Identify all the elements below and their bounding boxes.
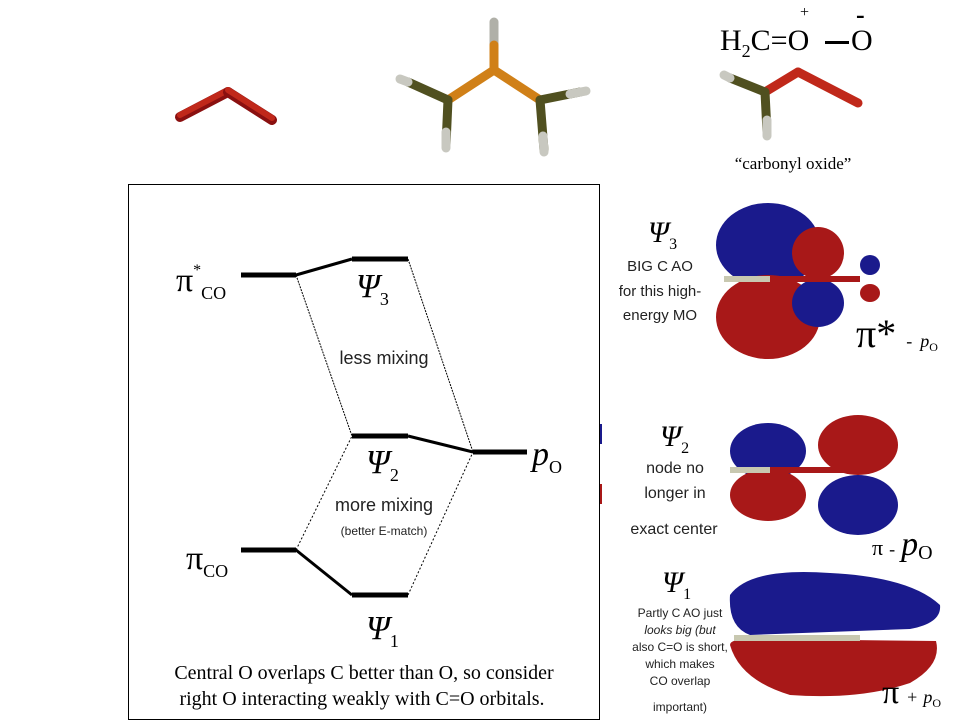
psi3-note-1: BIG C AO xyxy=(627,258,693,275)
pi-co-label: πCO xyxy=(186,540,229,581)
orbital-renderings xyxy=(716,203,941,697)
psi1-note-4: which makes xyxy=(645,657,715,671)
psi3-note-2: for this high- xyxy=(618,283,702,300)
psi1-note-2: looks big (but xyxy=(644,623,716,637)
psi1-note-6: important) xyxy=(652,700,708,714)
diagram-caption-line2: right O interacting weakly with C=O orbi… xyxy=(179,688,545,710)
psi2-note-3: exact center xyxy=(630,521,718,538)
psi1-orbital xyxy=(729,571,941,697)
pi-star-co-label: π*CO xyxy=(176,261,227,303)
oo-bond-dash xyxy=(825,41,849,44)
plus-charge: + xyxy=(800,4,810,21)
terminal-oxygen: O xyxy=(851,24,873,57)
psi1-combination: π + pO xyxy=(882,674,941,711)
psi1-note-1: Partly C AO just xyxy=(637,606,723,620)
carbonyl-oxide-label: “carbonyl oxide” xyxy=(734,154,852,173)
right-psi3-label: Ψ3 xyxy=(648,216,678,253)
psi1-note-3: also C=O is short, xyxy=(632,640,728,654)
molecule-models xyxy=(175,17,863,157)
less-mixing-label: less mixing xyxy=(339,348,429,368)
more-mixing-label: more mixing xyxy=(334,495,434,515)
psi2-label: Ψ2 xyxy=(366,444,399,485)
right-psi2-label: Ψ2 xyxy=(660,420,690,457)
psi2-note-1: node no xyxy=(646,460,704,477)
carbonyl-oxide-formula: H2C=O xyxy=(720,24,810,61)
psi2-note-2: longer in xyxy=(644,485,706,502)
psi3-orbital xyxy=(716,203,880,359)
right-psi1-label: Ψ1 xyxy=(662,566,692,603)
psi2-orbital xyxy=(730,415,898,535)
po-label: pO xyxy=(532,436,562,477)
better-e-match-label: (better E-match) xyxy=(340,524,428,538)
diagram-caption-line1: Central O overlaps C better than O, so c… xyxy=(174,662,554,684)
psi2-combination: π - pO xyxy=(872,526,933,565)
minus-charge: - xyxy=(856,0,865,29)
phosphine-model xyxy=(395,17,591,157)
background-lobe-edges xyxy=(598,424,602,504)
psi3-combination: π* - pO xyxy=(856,311,938,356)
psi3-note-3: energy MO xyxy=(622,307,698,324)
psi1-label: Ψ1 xyxy=(366,610,399,651)
psi3-label: Ψ3 xyxy=(356,268,389,309)
mo-energy-diagram xyxy=(241,256,527,598)
psi1-note-5: CO overlap xyxy=(649,674,711,688)
carbonyl-oxide-model xyxy=(719,67,863,141)
ozone-model xyxy=(175,87,277,125)
